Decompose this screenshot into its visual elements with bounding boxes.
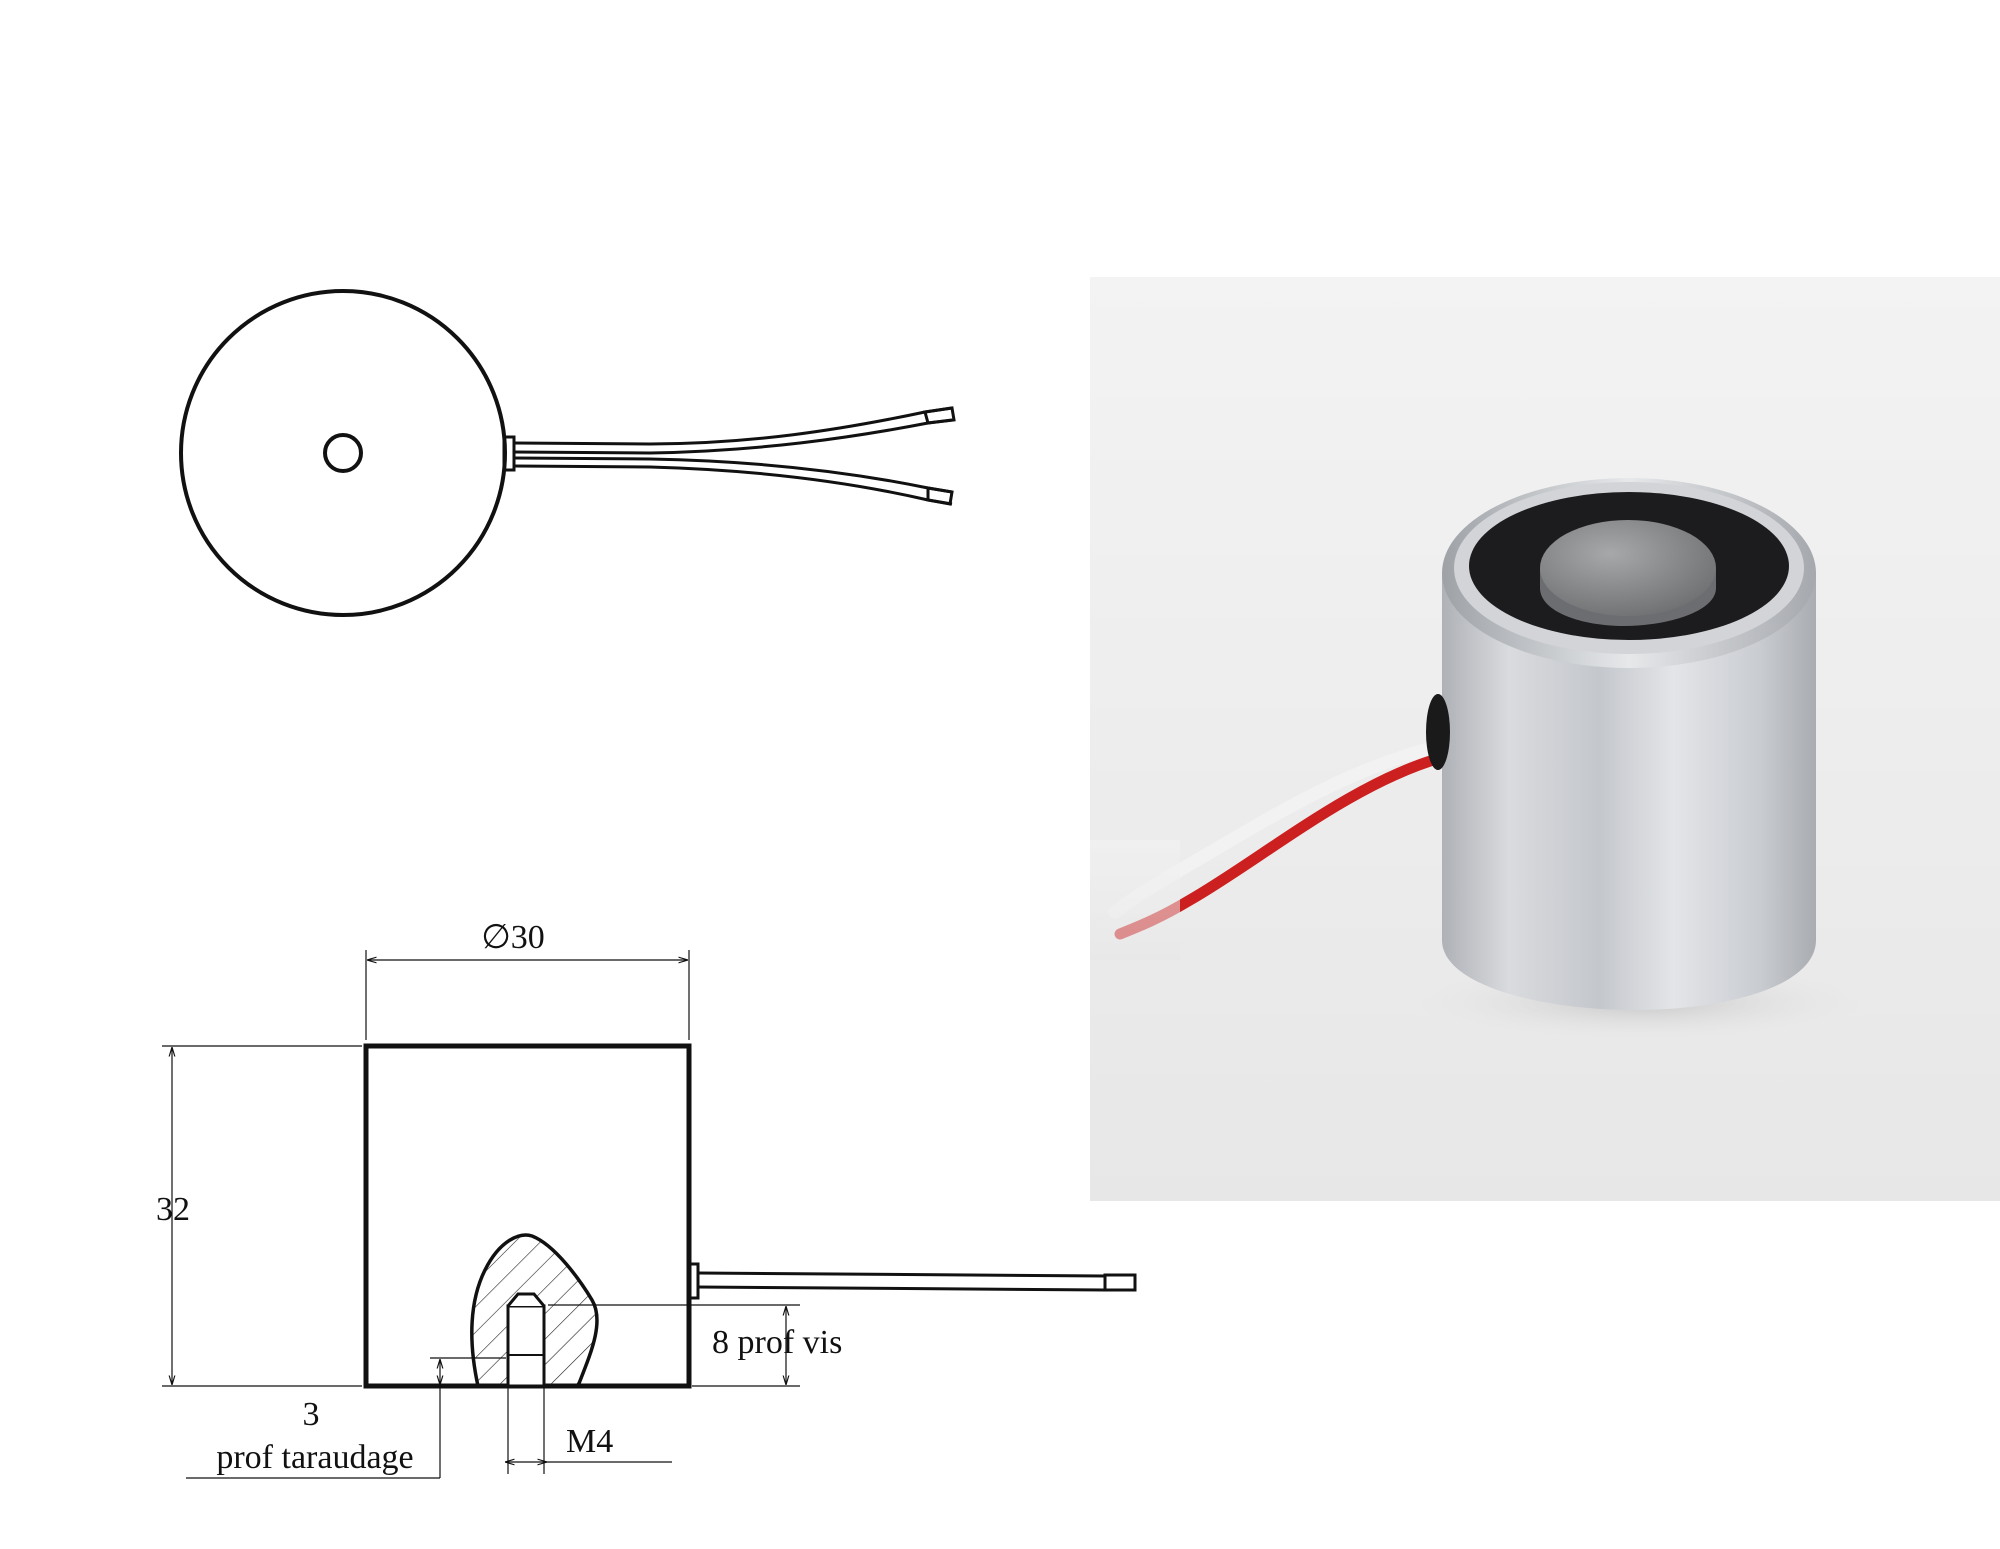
width-label: ∅30 <box>481 919 545 956</box>
lead-wire-lower-b <box>513 464 953 506</box>
thread-hole-tip <box>506 1292 546 1307</box>
side-lead-tip <box>1103 1273 1137 1292</box>
m4-label: M4 <box>566 1423 613 1460</box>
wire-tip-upper <box>923 406 956 425</box>
screw-depth-label: 8 prof vis <box>712 1324 842 1361</box>
thread-depth-caption: prof taraudage <box>216 1439 413 1476</box>
wire-fade-mask <box>1090 840 1180 960</box>
thread-hole <box>506 1304 546 1388</box>
product-photo <box>1090 277 2000 1201</box>
lead-wire-upper-b <box>513 418 953 455</box>
thread-depth-label: 3 <box>303 1396 320 1433</box>
lead-wire-lower <box>513 456 953 494</box>
center-hole <box>323 433 363 473</box>
wire-tip-lower <box>926 486 954 506</box>
cylinder-body <box>1442 573 1816 1010</box>
core-disc-top <box>1540 520 1716 616</box>
side-view-drawing: ∅30 32 8 prof vis 3 prof taraudage M4 <box>156 919 1137 1479</box>
side-lead-top <box>697 1271 1106 1278</box>
lead-wire-upper <box>513 406 953 446</box>
top-view-drawing <box>179 289 956 617</box>
side-wire-grommet <box>686 1262 700 1300</box>
side-lead-bottom <box>697 1285 1106 1292</box>
height-label: 32 <box>156 1191 190 1228</box>
wire-exit-grommet <box>502 435 516 472</box>
photo-grommet <box>1426 694 1450 770</box>
magnet-top-outline <box>179 289 507 617</box>
